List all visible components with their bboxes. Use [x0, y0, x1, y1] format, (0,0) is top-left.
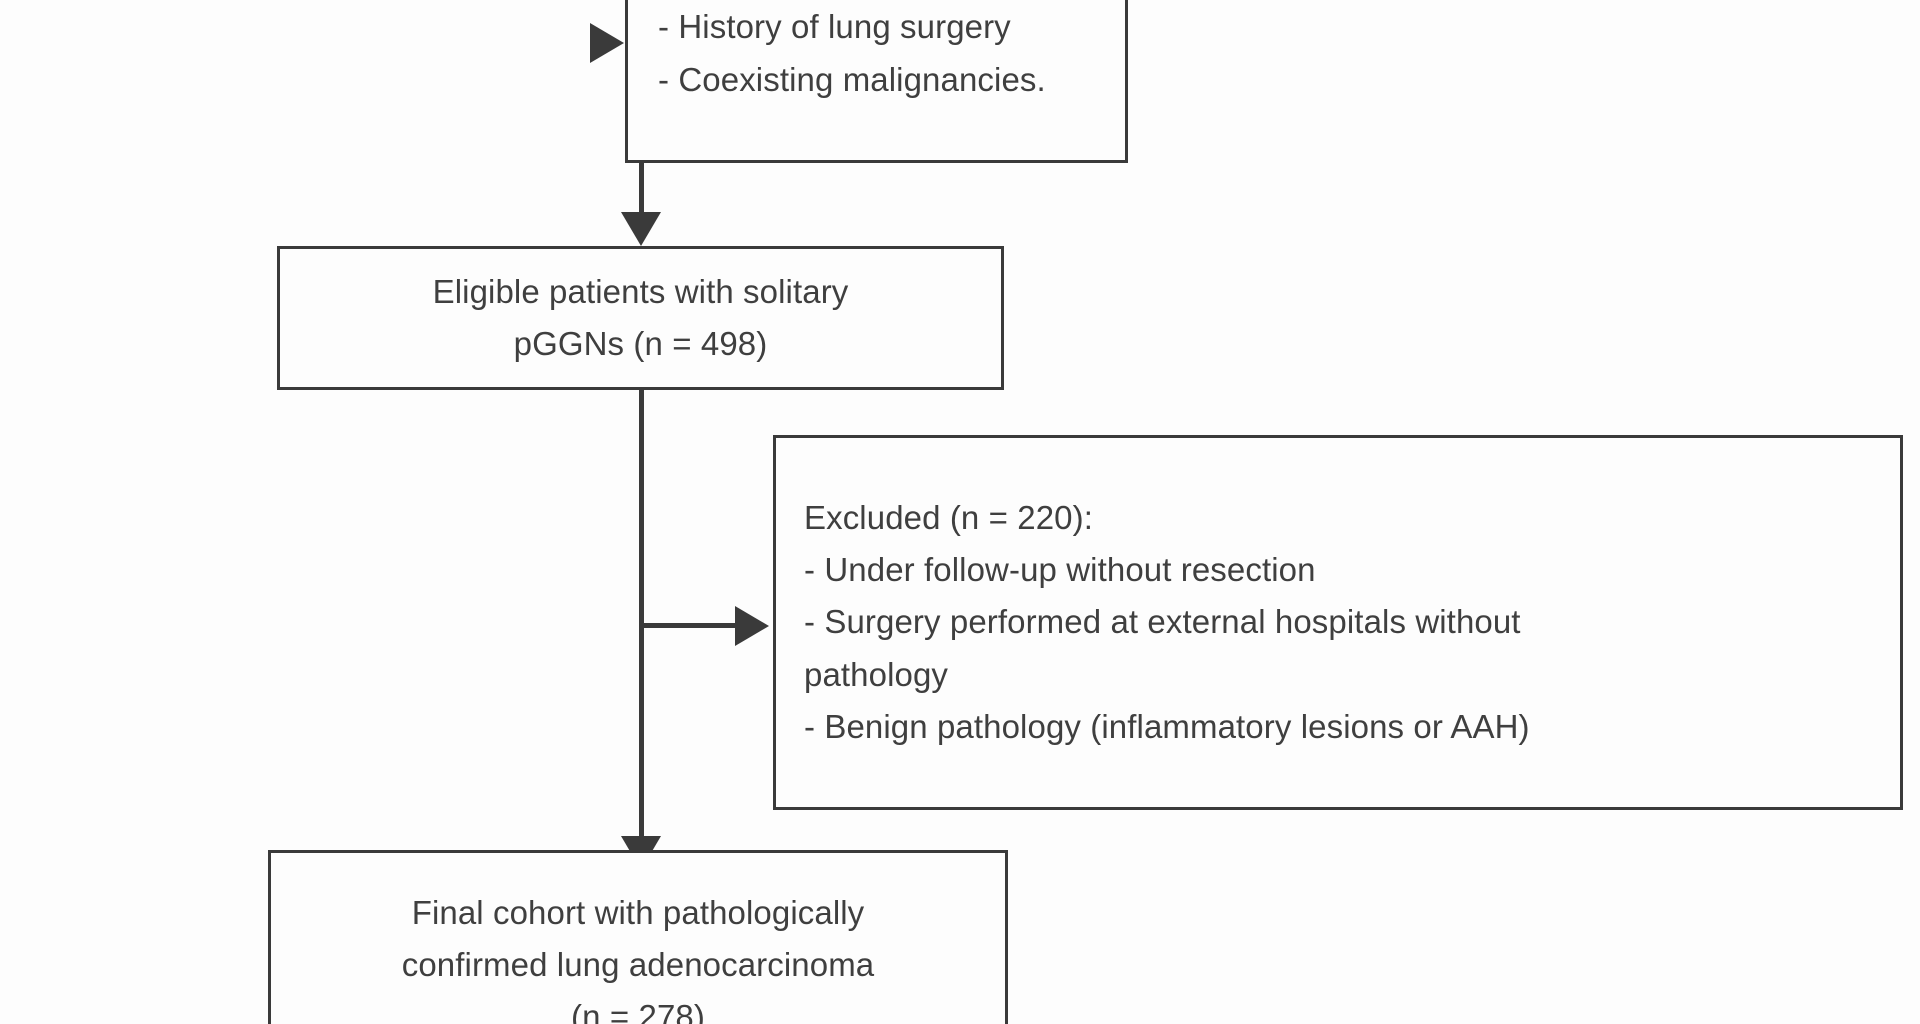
excluded-line-3: pathology — [804, 655, 949, 693]
arrowhead-to-eligible-patients — [621, 212, 661, 246]
node-eligible-patients: Eligible patients with solitary pGGNs (n… — [277, 246, 1004, 390]
arrowhead-to-initial-exclusions — [590, 23, 624, 63]
eligible-line-2: pGGNs (n = 498) — [513, 325, 768, 362]
connector-branch-to-excluded — [641, 623, 737, 628]
final-cohort-line-3: (n = 278) — [571, 998, 705, 1024]
node-initial-exclusion-criteria: - Nodules >3 cm - History of lung surger… — [625, 0, 1128, 163]
arrowhead-to-excluded — [735, 606, 769, 646]
eligible-line-1: Eligible patients with solitary — [432, 272, 849, 310]
excluded-line-1: - Under follow-up without resection — [804, 551, 1316, 589]
final-cohort-line-2: confirmed lung adenocarcinoma — [401, 945, 875, 983]
excluded-heading: Excluded (n = 220): — [804, 499, 1093, 537]
final-cohort-line-1: Final cohort with pathologically — [411, 893, 865, 931]
initial-exclusion-line-3: - Coexisting malignancies. — [658, 60, 1046, 98]
connector-spine-mid — [639, 390, 644, 852]
excluded-line-2: - Surgery performed at external hospital… — [804, 603, 1521, 641]
node-final-cohort: Final cohort with pathologically confirm… — [268, 850, 1008, 1024]
initial-exclusion-line-2: - History of lung surgery — [658, 8, 1011, 46]
excluded-line-4: - Benign pathology (inflammatory lesions… — [804, 707, 1530, 745]
node-excluded-patients: Excluded (n = 220): - Under follow-up wi… — [773, 435, 1903, 810]
